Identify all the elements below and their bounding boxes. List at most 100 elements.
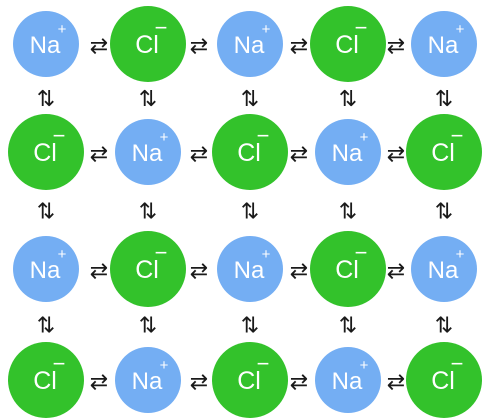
chloride-symbol: Cl — [33, 139, 57, 167]
chloride-ion: Cl− — [310, 6, 386, 82]
chloride-ion-circle — [8, 114, 84, 190]
chloride-charge: − — [155, 240, 168, 265]
sodium-ion-circle — [315, 119, 381, 185]
horizontal-equilibrium-arrow: ⇄ — [190, 370, 208, 395]
horizontal-equilibrium-arrow: ⇄ — [290, 142, 308, 167]
sodium-ion: Na+ — [411, 11, 477, 77]
chloride-ion: Cl− — [212, 342, 288, 418]
horizontal-equilibrium-arrow: ⇄ — [290, 259, 308, 284]
sodium-ion: Na+ — [115, 347, 181, 413]
chloride-symbol: Cl — [237, 139, 261, 167]
chloride-ion-circle — [212, 342, 288, 418]
vertical-equilibrium-arrow: ⇅ — [139, 314, 157, 339]
chloride-ion: Cl− — [406, 114, 482, 190]
chloride-symbol: Cl — [335, 256, 359, 284]
sodium-ion: Na+ — [13, 11, 79, 77]
vertical-equilibrium-arrow: ⇅ — [339, 87, 357, 112]
vertical-equilibrium-arrow: ⇅ — [339, 200, 357, 225]
sodium-ion: Na+ — [411, 236, 477, 302]
sodium-ion: Na+ — [315, 347, 381, 413]
chloride-symbol: Cl — [237, 367, 261, 395]
horizontal-equilibrium-arrow: ⇄ — [290, 370, 308, 395]
sodium-charge: + — [262, 21, 271, 38]
chloride-charge: − — [53, 123, 66, 148]
chloride-ion: Cl− — [406, 342, 482, 418]
sodium-ion: Na+ — [13, 236, 79, 302]
sodium-ion-circle — [13, 236, 79, 302]
horizontal-equilibrium-arrow: ⇄ — [387, 370, 405, 395]
vertical-equilibrium-arrow: ⇅ — [37, 87, 55, 112]
chloride-ion: Cl− — [212, 114, 288, 190]
sodium-symbol: Na — [132, 368, 163, 395]
horizontal-equilibrium-arrow: ⇄ — [90, 142, 108, 167]
sodium-ion: Na+ — [217, 236, 283, 302]
sodium-charge: + — [360, 129, 369, 146]
vertical-equilibrium-arrow: ⇅ — [241, 200, 259, 225]
chloride-symbol: Cl — [431, 139, 455, 167]
sodium-charge: + — [262, 246, 271, 263]
sodium-ion: Na+ — [315, 119, 381, 185]
chloride-symbol: Cl — [431, 367, 455, 395]
horizontal-equilibrium-arrow: ⇄ — [290, 34, 308, 59]
sodium-symbol: Na — [332, 368, 363, 395]
vertical-equilibrium-arrow: ⇅ — [435, 87, 453, 112]
sodium-ion-circle — [115, 119, 181, 185]
sodium-symbol: Na — [30, 257, 61, 284]
horizontal-equilibrium-arrow: ⇄ — [387, 142, 405, 167]
chloride-ion: Cl− — [110, 6, 186, 82]
sodium-ion-circle — [217, 11, 283, 77]
chloride-ion-circle — [406, 342, 482, 418]
sodium-symbol: Na — [332, 140, 363, 167]
sodium-ion-circle — [115, 347, 181, 413]
chloride-symbol: Cl — [135, 31, 159, 59]
chloride-ion-circle — [406, 114, 482, 190]
chloride-charge: − — [155, 15, 168, 40]
vertical-equilibrium-arrow: ⇅ — [139, 200, 157, 225]
sodium-symbol: Na — [234, 32, 265, 59]
vertical-equilibrium-arrow: ⇅ — [435, 314, 453, 339]
vertical-equilibrium-arrow: ⇅ — [339, 314, 357, 339]
vertical-equilibrium-arrow: ⇅ — [37, 314, 55, 339]
chloride-charge: − — [451, 351, 464, 376]
chloride-ion-circle — [110, 6, 186, 82]
sodium-symbol: Na — [428, 32, 459, 59]
chloride-charge: − — [355, 240, 368, 265]
horizontal-equilibrium-arrow: ⇄ — [190, 259, 208, 284]
chloride-ion-circle — [310, 6, 386, 82]
sodium-charge: + — [360, 357, 369, 374]
chloride-symbol: Cl — [33, 367, 57, 395]
chloride-ion: Cl− — [8, 342, 84, 418]
horizontal-equilibrium-arrow: ⇄ — [387, 34, 405, 59]
sodium-ion: Na+ — [217, 11, 283, 77]
vertical-equilibrium-arrow: ⇅ — [435, 200, 453, 225]
chloride-ion-circle — [310, 231, 386, 307]
vertical-equilibrium-arrow: ⇅ — [241, 314, 259, 339]
chloride-charge: − — [257, 123, 270, 148]
chloride-ion: Cl− — [8, 114, 84, 190]
sodium-ion-circle — [411, 11, 477, 77]
sodium-ion-circle — [315, 347, 381, 413]
horizontal-equilibrium-arrow: ⇄ — [190, 34, 208, 59]
sodium-charge: + — [160, 357, 169, 374]
sodium-ion-circle — [217, 236, 283, 302]
chloride-charge: − — [355, 15, 368, 40]
horizontal-equilibrium-arrow: ⇄ — [90, 34, 108, 59]
sodium-charge: + — [160, 129, 169, 146]
chloride-charge: − — [53, 351, 66, 376]
sodium-charge: + — [58, 21, 67, 38]
sodium-charge: + — [58, 246, 67, 263]
sodium-charge: + — [456, 246, 465, 263]
chloride-ion-circle — [8, 342, 84, 418]
chloride-symbol: Cl — [135, 256, 159, 284]
sodium-charge: + — [456, 21, 465, 38]
sodium-ion-circle — [13, 11, 79, 77]
sodium-symbol: Na — [428, 257, 459, 284]
chloride-charge: − — [451, 123, 464, 148]
sodium-ion-circle — [411, 236, 477, 302]
chloride-ion-circle — [212, 114, 288, 190]
horizontal-equilibrium-arrow: ⇄ — [190, 142, 208, 167]
chloride-ion-circle — [110, 231, 186, 307]
sodium-symbol: Na — [234, 257, 265, 284]
sodium-symbol: Na — [132, 140, 163, 167]
